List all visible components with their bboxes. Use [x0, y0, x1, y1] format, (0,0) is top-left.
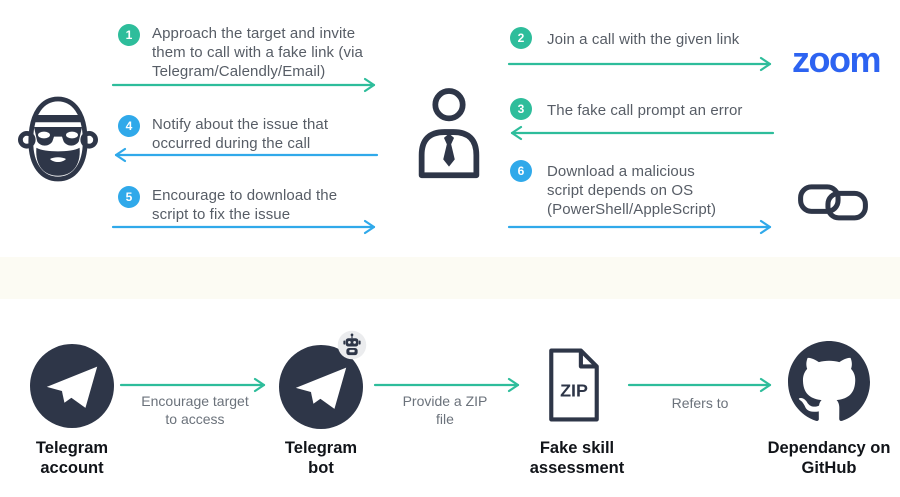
edge-label: Encourage target to access: [141, 393, 249, 427]
github-icon: [788, 341, 870, 423]
zip-file-icon: ZIP: [543, 343, 605, 427]
step-1-number: 1: [118, 24, 140, 46]
telegram-bot-icon: [279, 345, 363, 429]
section-divider: [0, 257, 900, 299]
zoom-logo: zoom: [792, 39, 882, 80]
node-label: Telegram account: [35, 439, 109, 477]
step-4-number: 4: [118, 115, 140, 137]
step-6-text: Download a malicious script depends on O…: [547, 163, 717, 218]
zip-text: ZIP: [560, 381, 588, 401]
step-3-text: The fake call prompt an error: [547, 102, 743, 119]
step-5-arrow-right: [111, 219, 376, 235]
node-label: Telegram bot: [284, 439, 358, 477]
step-6-number: 6: [510, 160, 532, 182]
step-3-number: 3: [510, 98, 532, 120]
step-4-arrow-left: [114, 147, 379, 163]
hacker-icon: [18, 83, 98, 195]
step-6-arrow-right: [507, 219, 772, 235]
node-label: Dependancy on GitHub: [767, 439, 891, 477]
telegram-account-icon: [30, 344, 114, 428]
robot-badge-icon: [337, 330, 367, 360]
step-2-number: 2: [510, 27, 532, 49]
edge-3-arrow: [627, 377, 772, 393]
link-icon: [797, 176, 869, 228]
step-3-arrow-left: [510, 125, 775, 141]
step-1-arrow-right: [111, 77, 376, 93]
step-5-number: 5: [118, 186, 140, 208]
step-1-text: Approach the target and invite them to c…: [152, 25, 363, 80]
edge-label: Refers to: [671, 395, 729, 411]
edge-1-arrow: [119, 377, 266, 393]
edge-2-arrow: [373, 377, 520, 393]
step-5-text: Encourage to download the script to fix …: [152, 187, 338, 223]
target-person-icon: [413, 82, 485, 185]
node-label: Fake skill assessment: [529, 439, 625, 477]
edge-label: Provide a ZIP file: [402, 393, 488, 427]
step-2-arrow-right: [507, 56, 772, 72]
step-4-text: Notify about the issue that occurred dur…: [152, 116, 329, 152]
step-2-text: Join a call with the given link: [547, 31, 740, 48]
